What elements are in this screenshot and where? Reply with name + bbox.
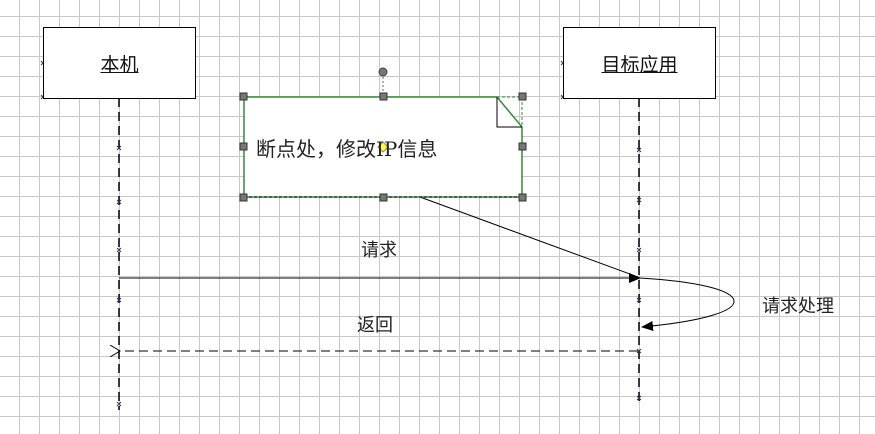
return-label[interactable]: 返回: [357, 315, 393, 336]
lifeline-head-local[interactable]: 本机: [43, 27, 196, 99]
lifeline-name: 目标应用: [601, 53, 678, 76]
lifeline-head-target[interactable]: 目标应用: [563, 27, 716, 99]
request-label[interactable]: 请求: [361, 240, 397, 261]
lifeline-name: 本机: [100, 53, 139, 76]
note-text[interactable]: 断点处，修改IP信息: [256, 137, 438, 161]
rotation-handle[interactable]: [378, 67, 388, 77]
note-connector[interactable]: [419, 196, 639, 278]
selection-handles[interactable]: [239, 92, 527, 202]
pin-handle[interactable]: [377, 141, 389, 153]
self-call-label[interactable]: 请求处理: [762, 296, 834, 317]
self-call-arrow[interactable]: [639, 277, 735, 331]
